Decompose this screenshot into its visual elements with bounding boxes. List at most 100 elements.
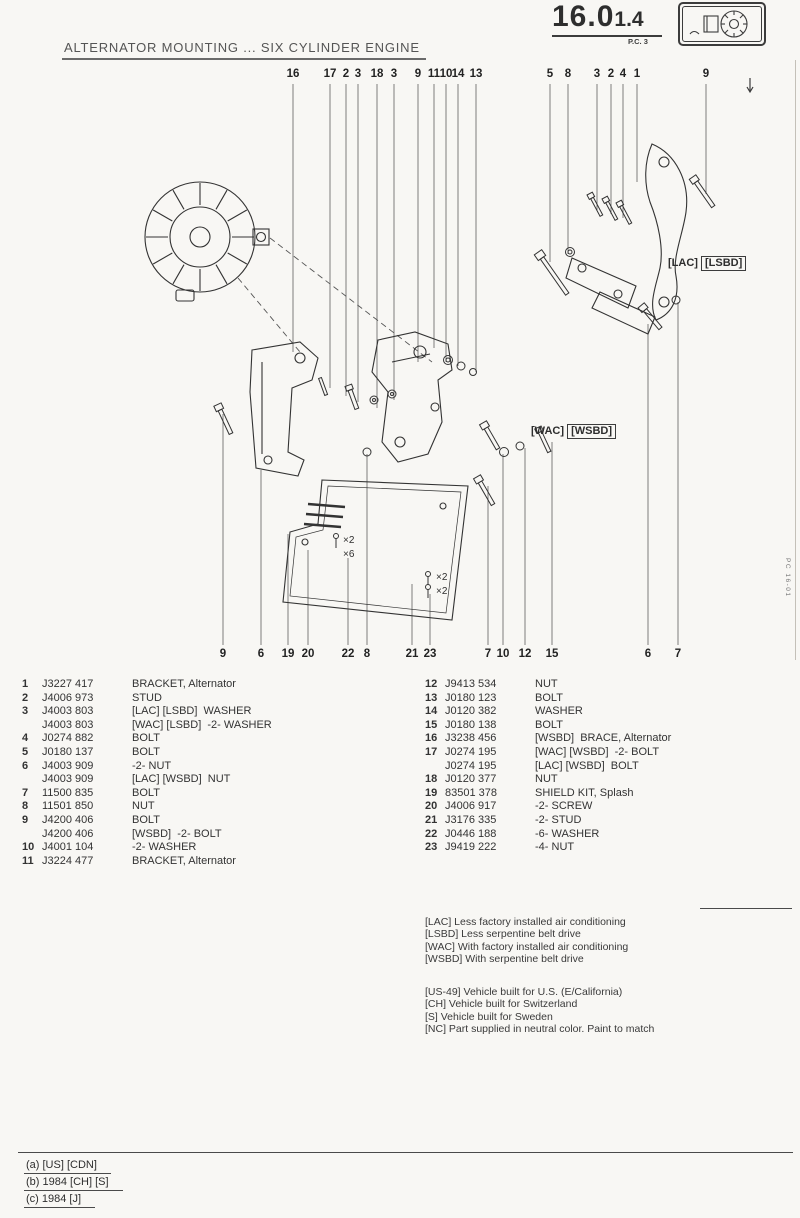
part-ref: 18: [425, 773, 438, 786]
callout-number: 5: [546, 68, 554, 80]
callout-number: 10: [496, 648, 510, 660]
part-ref: 13: [425, 691, 438, 704]
callout-number: 7: [484, 648, 492, 660]
part-number: J4003 909: [42, 759, 94, 772]
part-description: BOLT: [132, 732, 160, 745]
part-number: 11500 835: [42, 786, 94, 799]
page-edge-line: [795, 60, 796, 660]
footer-note: (a) [US] [CDN]: [24, 1157, 111, 1174]
callout-number: 2: [607, 68, 615, 80]
page-title: ALTERNATOR MOUNTING ... SIX CYLINDER ENG…: [62, 40, 426, 60]
part-description: -6- WASHER: [535, 827, 600, 840]
legend-line: [S] Vehicle built for Sweden: [425, 1010, 553, 1023]
alternator-icon: [678, 2, 766, 46]
quantity-annotation: ×6: [343, 549, 355, 560]
alternator-drawing: [144, 181, 270, 302]
parts-row: J4003 803[WAC] [LSBD] -2- WASHER: [22, 719, 412, 733]
part-ref: [425, 760, 445, 774]
callout-number: 2: [342, 68, 350, 80]
parts-row: 10 J4001 104 -2- WASHER: [22, 841, 412, 855]
part-description: [WAC] [LSBD] -2- WASHER: [132, 718, 272, 731]
parts-row: J0274 195[LAC] [WSBD] BOLT: [425, 760, 795, 774]
footer-notes: (a) [US] [CDN](b) 1984 [CH] [S](c) 1984 …: [24, 1157, 123, 1208]
margin-code: PC 16-01: [784, 558, 791, 598]
part-number: J0274 882: [42, 732, 94, 745]
part-ref: 8: [22, 800, 29, 813]
legend-build-codes: [US-49] Vehicle built for U.S. (E/Califo…: [425, 986, 654, 1036]
part-ref: 21: [425, 813, 438, 826]
section-number-minor: 1.4: [614, 8, 644, 31]
part-number: J0120 382: [445, 705, 497, 718]
callout-number: 22: [341, 648, 355, 660]
part-description: -2- STUD: [535, 813, 582, 826]
part-description: [WAC] [WSBD] -2- BOLT: [535, 745, 660, 758]
assembly-axis-lines: [237, 237, 433, 363]
part-number: J9413 534: [445, 678, 497, 690]
part-ref: 17: [425, 745, 438, 758]
footer-note: (b) 1984 [CH] [S]: [24, 1174, 123, 1191]
part-description: BOLT: [132, 745, 160, 758]
part-description: -2- SCREW: [535, 800, 593, 813]
part-ref: 6: [22, 759, 29, 772]
part-ref: 12: [425, 678, 438, 690]
exploded-diagram: [144, 78, 754, 645]
part-ref: 4: [22, 732, 29, 745]
part-ref: 15: [425, 718, 438, 731]
part-description: -2- WASHER: [132, 841, 197, 854]
part-ref: 5: [22, 745, 29, 758]
bottom-leader-lines: [222, 302, 679, 645]
part-number: J0180 138: [445, 718, 497, 731]
callout-number: 3: [390, 68, 398, 80]
part-ref: 16: [425, 732, 438, 745]
part-number: J0120 377: [445, 773, 497, 786]
callout-number: 11: [427, 68, 441, 80]
footer-note: (c) 1984 [J]: [24, 1191, 96, 1208]
callout-number: 10: [439, 68, 453, 80]
quantity-annotation: ×2: [436, 586, 448, 597]
option-label-lac-lsbd: [LAC] [LSBD]: [668, 256, 747, 271]
callout-number: 7: [674, 648, 682, 660]
part-number: J0180 123: [445, 691, 497, 704]
page-code: P.C. 3: [628, 37, 648, 46]
part-description: SHIELD KIT, Splash: [535, 786, 634, 799]
lsbd-tag: [LSBD]: [701, 256, 747, 271]
part-ref: 10: [22, 841, 35, 854]
part-description: BRACKET, Alternator: [132, 678, 236, 690]
callout-number: 18: [370, 68, 384, 80]
callout-number: 9: [702, 68, 710, 80]
legend-line: [US-49] Vehicle built for U.S. (E/Califo…: [425, 986, 623, 998]
part-ref: 14: [425, 705, 438, 718]
callout-number: 15: [545, 648, 559, 660]
callout-number: 3: [593, 68, 601, 80]
footer-rule: [18, 1152, 793, 1153]
part-number: J4200 406: [42, 813, 94, 826]
callout-number: 6: [257, 648, 265, 660]
part-number: J9419 222: [445, 841, 497, 854]
part-ref: 2: [22, 691, 29, 704]
shield-screws: [333, 533, 431, 598]
part-description: [LAC] [WSBD] NUT: [132, 773, 231, 786]
lac-tag: [LAC]: [668, 257, 698, 269]
part-number: J4001 104: [42, 841, 94, 854]
part-ref: 20: [425, 800, 438, 813]
part-ref: 23: [425, 841, 438, 854]
legend-rule: [700, 908, 792, 909]
